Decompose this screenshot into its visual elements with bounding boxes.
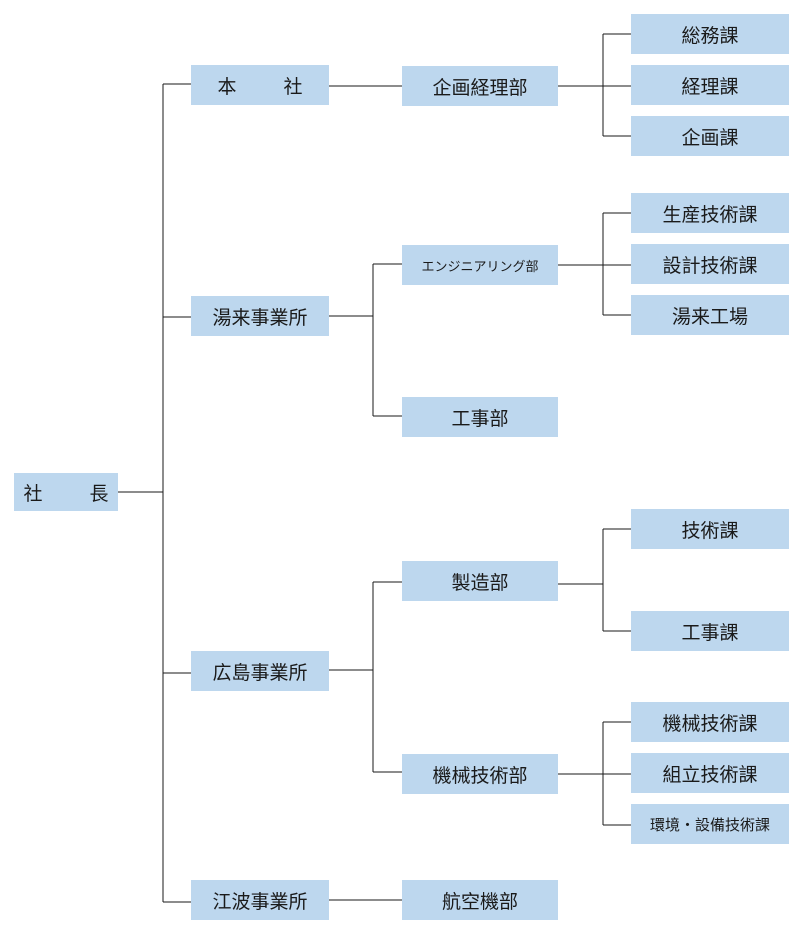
section-box-sekkei-gijutsu: 設計技術課 [631, 244, 789, 284]
section-box-kikaku: 企画課 [631, 116, 789, 156]
office-box-enami: 江波事業所 [191, 880, 329, 920]
dept-box-kouji: 工事部 [402, 397, 558, 437]
section-box-soumu: 総務課 [631, 14, 789, 54]
section-box-kumitate-gijutsu: 組立技術課 [631, 753, 789, 793]
section-box-kankyou-setsubi: 環境・設備技術課 [631, 804, 789, 844]
office-box-yunoki: 湯来事業所 [191, 296, 329, 336]
section-box-yunoki-koujou: 湯来工場 [631, 295, 789, 335]
section-box-gijutsu: 技術課 [631, 509, 789, 549]
office-box-hiroshima: 広島事業所 [191, 651, 329, 691]
dept-box-engineering: エンジニアリング部 [402, 245, 558, 285]
section-box-kikai-gijutsu: 機械技術課 [631, 702, 789, 742]
office-box-honsha: 本 社 [191, 65, 329, 105]
dept-box-kikaku-keiri: 企画経理部 [402, 66, 558, 106]
root-box-president: 社 長 [14, 473, 118, 511]
dept-box-koukuu-kiki: 航空機部 [402, 880, 558, 920]
section-box-keiri: 経理課 [631, 65, 789, 105]
section-box-kouji: 工事課 [631, 611, 789, 651]
section-box-seisan-gijutsu: 生産技術課 [631, 193, 789, 233]
dept-box-seizou: 製造部 [402, 561, 558, 601]
dept-box-kikai-gijutsu: 機械技術部 [402, 754, 558, 794]
